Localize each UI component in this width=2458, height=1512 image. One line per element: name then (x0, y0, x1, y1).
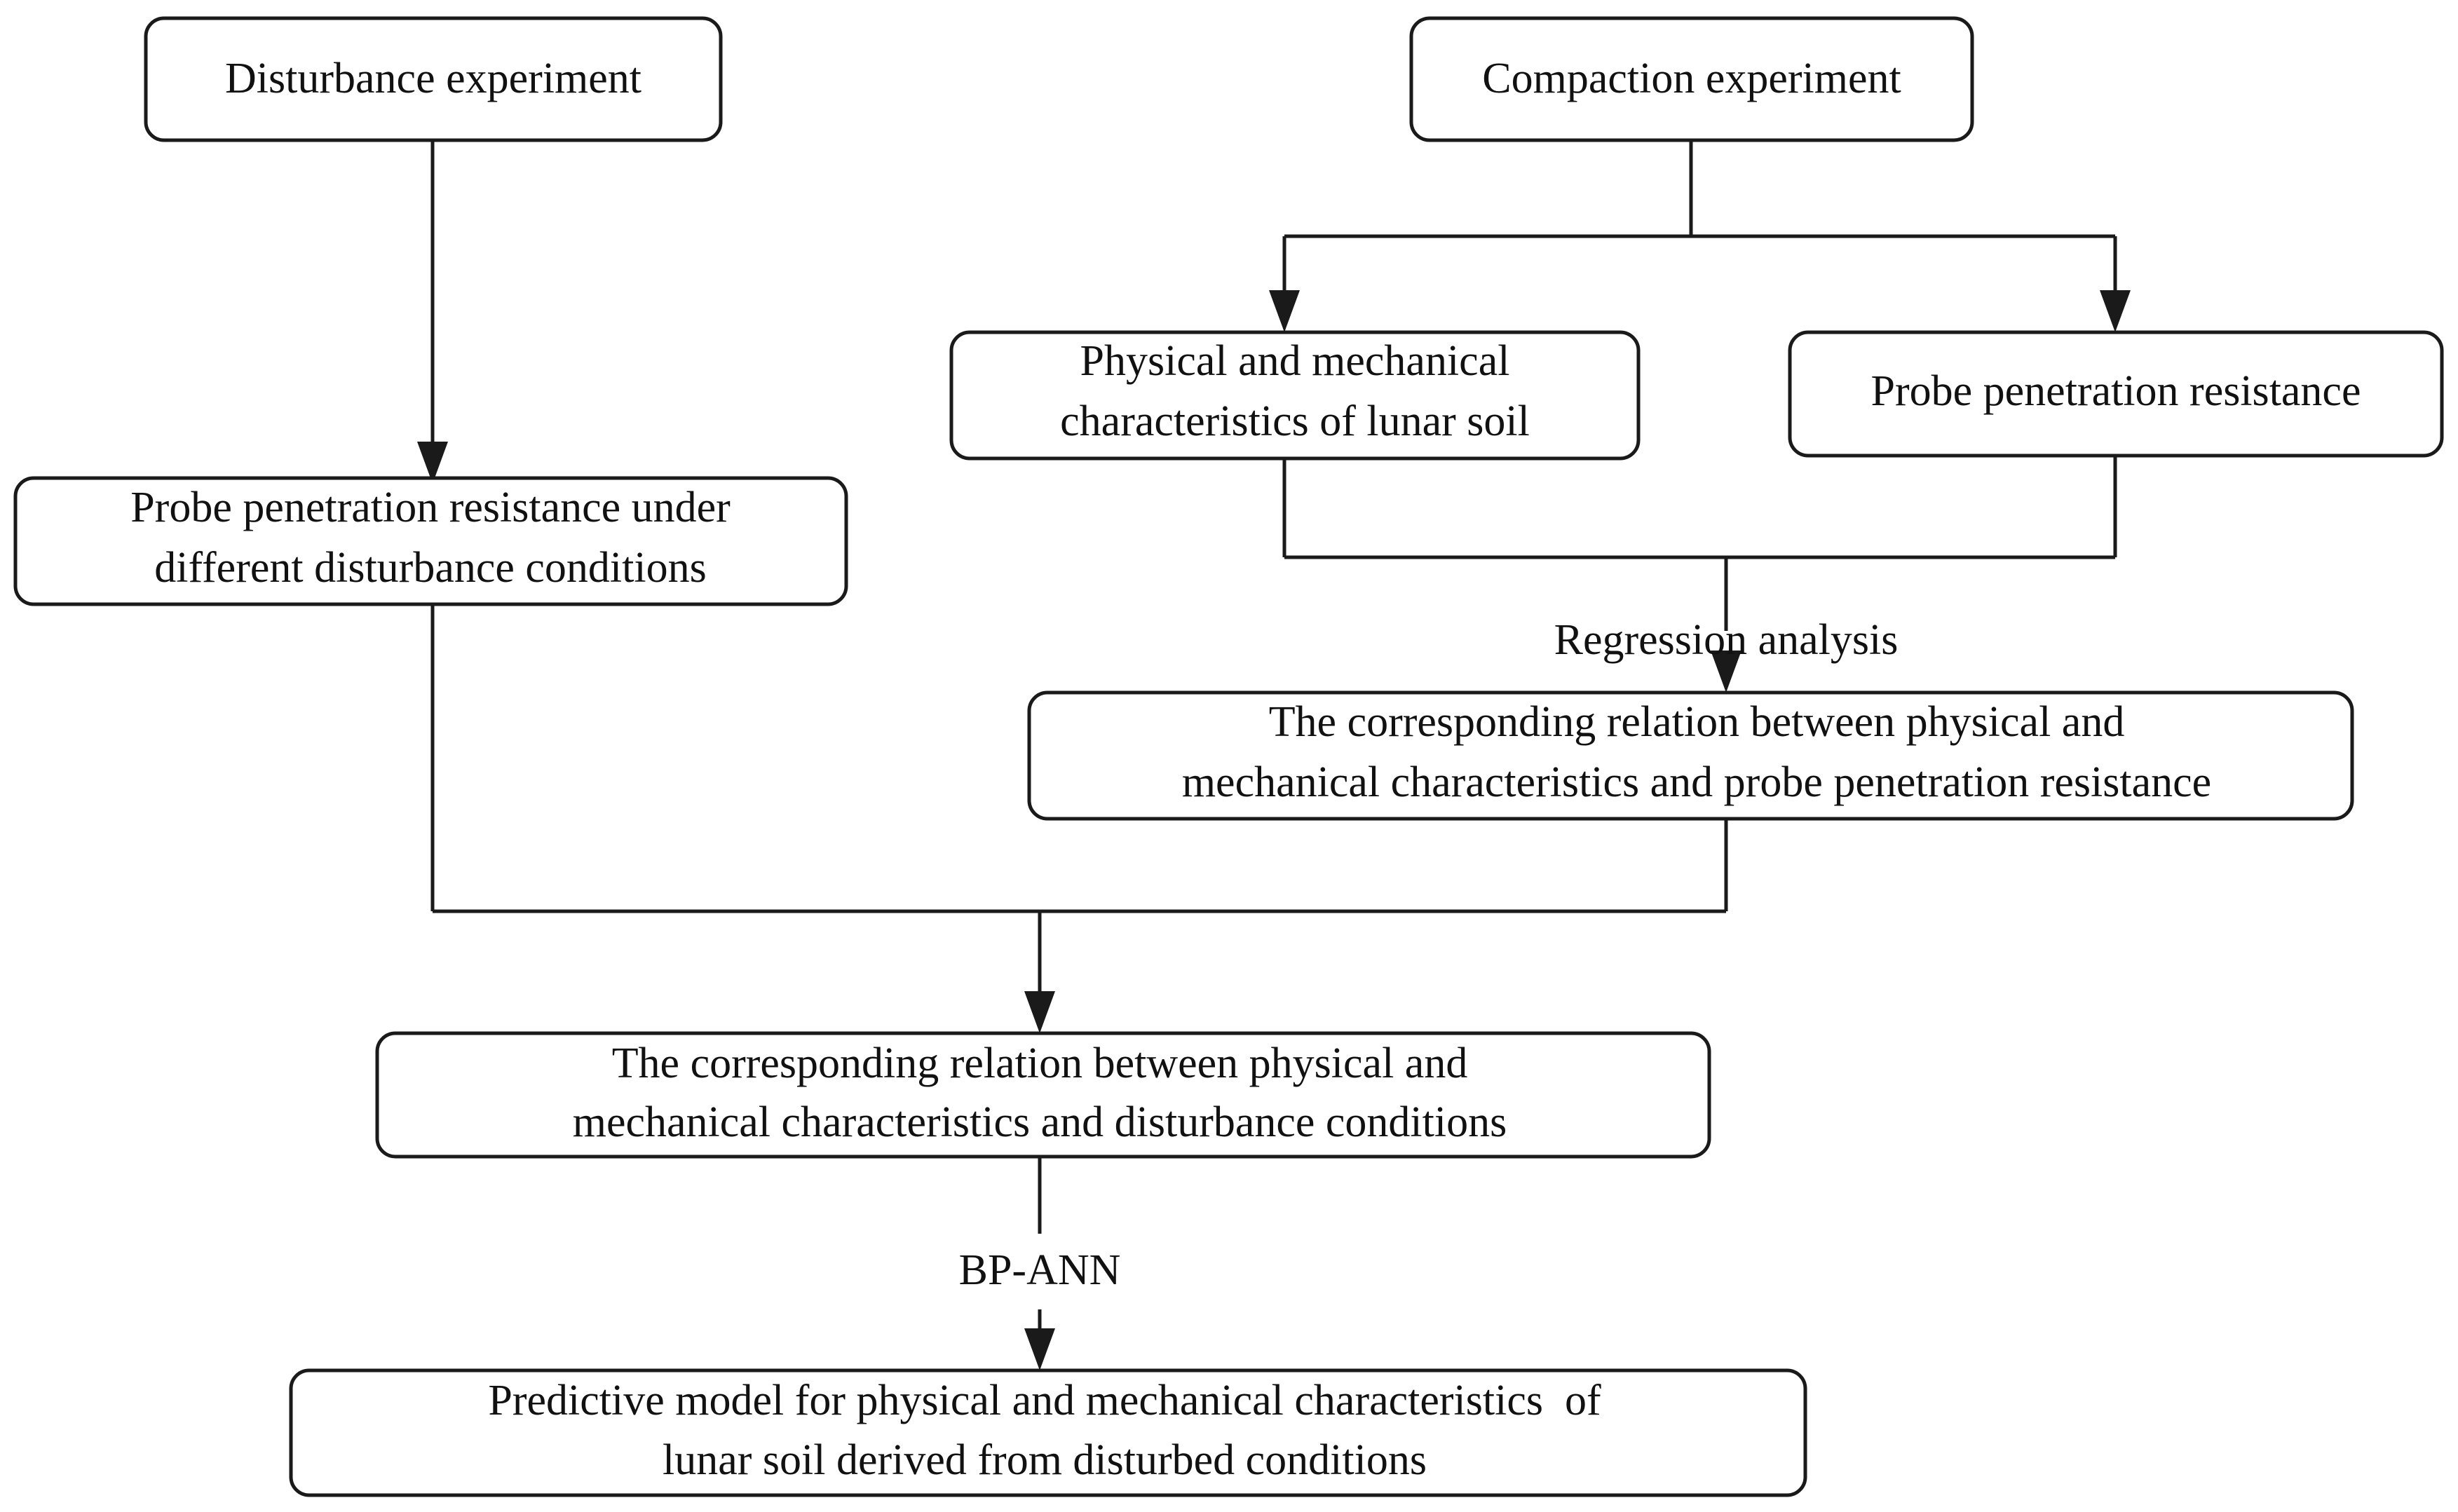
arrowhead-compaction-to-probe (2100, 290, 2131, 332)
node-box-predictive-model[interactable] (289, 1368, 1807, 1497)
node-box-disturbance-experiment[interactable] (144, 16, 723, 142)
node-box-probe-penetration-resistance-disturbance[interactable] (13, 476, 848, 606)
arrowhead-bpann-to-predictive-model (1024, 1328, 1055, 1370)
edge-label-regression-analysis: Regression analysis (1554, 616, 1899, 664)
node-physical-mechanical-characteristics[interactable]: Physical and mechanical characteristics … (949, 330, 1641, 461)
node-predictive-model[interactable]: Predictive model for physical and mechan… (289, 1368, 1807, 1497)
node-probe-penetration-resistance-disturbance[interactable]: Probe penetration resistance under diffe… (13, 476, 848, 606)
node-label-physical-line-2: characteristics of lunar soil (1060, 397, 1530, 445)
node-relation-physical-probe[interactable]: The corresponding relation between physi… (1027, 690, 2354, 821)
node-label-relation-disturbance-line-1: The corresponding relation between physi… (612, 1040, 1468, 1087)
connector-layer (417, 140, 2131, 1370)
node-box-relation-physical-probe[interactable] (1027, 690, 2354, 821)
node-compaction-experiment[interactable]: Compaction experiment (1409, 16, 1974, 142)
node-box-compaction-experiment[interactable] (1409, 16, 1974, 142)
node-box-probe-penetration-resistance[interactable] (1788, 330, 2444, 458)
node-relation-physical-disturbance[interactable]: The corresponding relation between physi… (375, 1031, 1711, 1159)
edge-label-bp-ann: BP-ANN (959, 1246, 1121, 1294)
arrowhead-lower-merge-to-relation-disturbance (1024, 991, 1055, 1033)
arrowhead-regression-to-relation (1711, 651, 1741, 693)
node-label-predictive-model-line-1: Predictive model for physical and mechan… (488, 1377, 1601, 1424)
arrowhead-disturbance-to-probe-disturbance (417, 442, 448, 484)
node-label-relation-probe-line-2: mechanical characteristics and probe pen… (1182, 758, 2211, 806)
node-probe-penetration-resistance[interactable]: Probe penetration resistance (1788, 330, 2444, 458)
node-box-relation-physical-disturbance[interactable] (375, 1031, 1711, 1159)
node-disturbance-experiment[interactable]: Disturbance experiment (144, 16, 723, 142)
arrowhead-compaction-to-physical (1269, 290, 1300, 332)
node-box-physical-mechanical-characteristics[interactable] (949, 330, 1641, 461)
node-label-probe-disturbance-line-1: Probe penetration resistance under (130, 484, 731, 531)
node-label-probe-disturbance-line-2: different disturbance conditions (154, 544, 706, 592)
node-label-compaction-experiment: Compaction experiment (1482, 55, 1901, 102)
node-label-disturbance-experiment: Disturbance experiment (225, 55, 641, 102)
node-label-predictive-model-line-2: lunar soil derived from disturbed condit… (663, 1436, 1427, 1484)
node-label-relation-probe-line-1: The corresponding relation between physi… (1269, 698, 2125, 746)
node-label-physical-line-1: Physical and mechanical (1080, 337, 1510, 385)
node-label-probe-penetration-resistance: Probe penetration resistance (1871, 367, 2361, 415)
node-label-relation-disturbance-line-2: mechanical characteristics and disturban… (573, 1098, 1507, 1146)
